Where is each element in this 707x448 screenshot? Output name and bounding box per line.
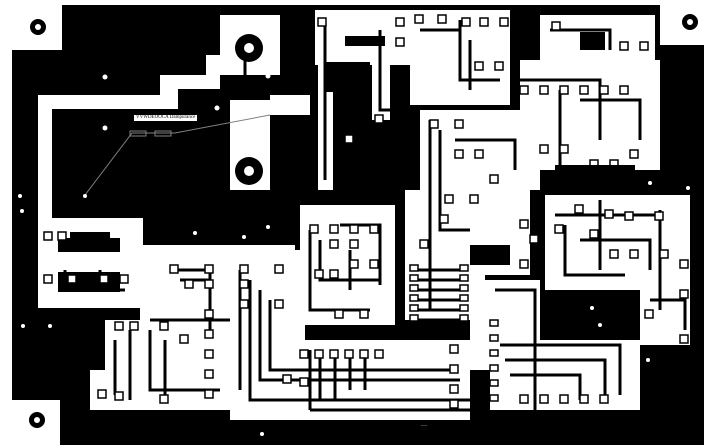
component-label: VVWDEOOCA Dampurance	[134, 115, 198, 121]
trace-network	[60, 20, 687, 412]
component-bodies	[70, 32, 635, 434]
annotation-leader	[84, 114, 271, 196]
vias	[18, 73, 690, 436]
mounting-holes	[235, 34, 263, 185]
